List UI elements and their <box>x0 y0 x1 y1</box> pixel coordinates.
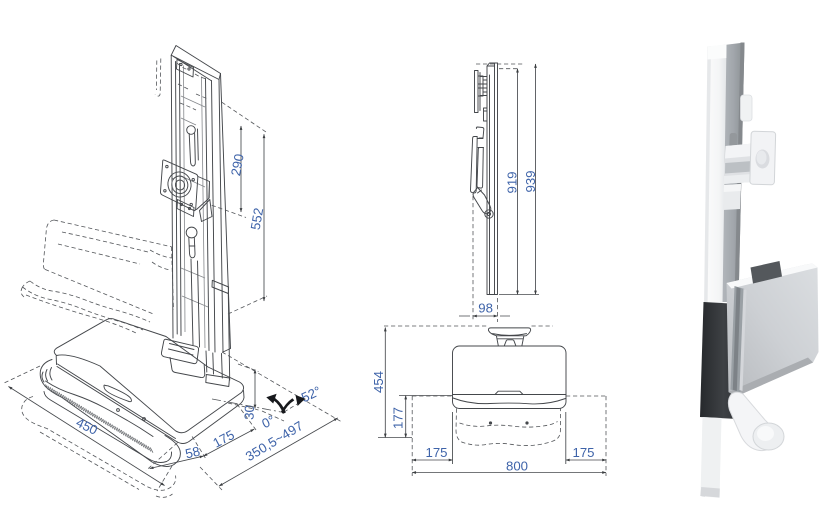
svg-text:98: 98 <box>478 300 493 315</box>
svg-text:30: 30 <box>242 405 258 420</box>
svg-text:552: 552 <box>248 207 267 231</box>
svg-text:454: 454 <box>371 371 386 393</box>
svg-text:919: 919 <box>505 171 520 193</box>
svg-text:939: 939 <box>523 170 538 192</box>
svg-text:290: 290 <box>228 153 247 177</box>
svg-text:177: 177 <box>390 407 405 429</box>
svg-text:58: 58 <box>184 444 202 462</box>
svg-text:800: 800 <box>506 458 528 473</box>
svg-text:175: 175 <box>426 445 448 460</box>
svg-text:175: 175 <box>573 445 595 460</box>
svg-text:0°: 0° <box>259 412 277 431</box>
